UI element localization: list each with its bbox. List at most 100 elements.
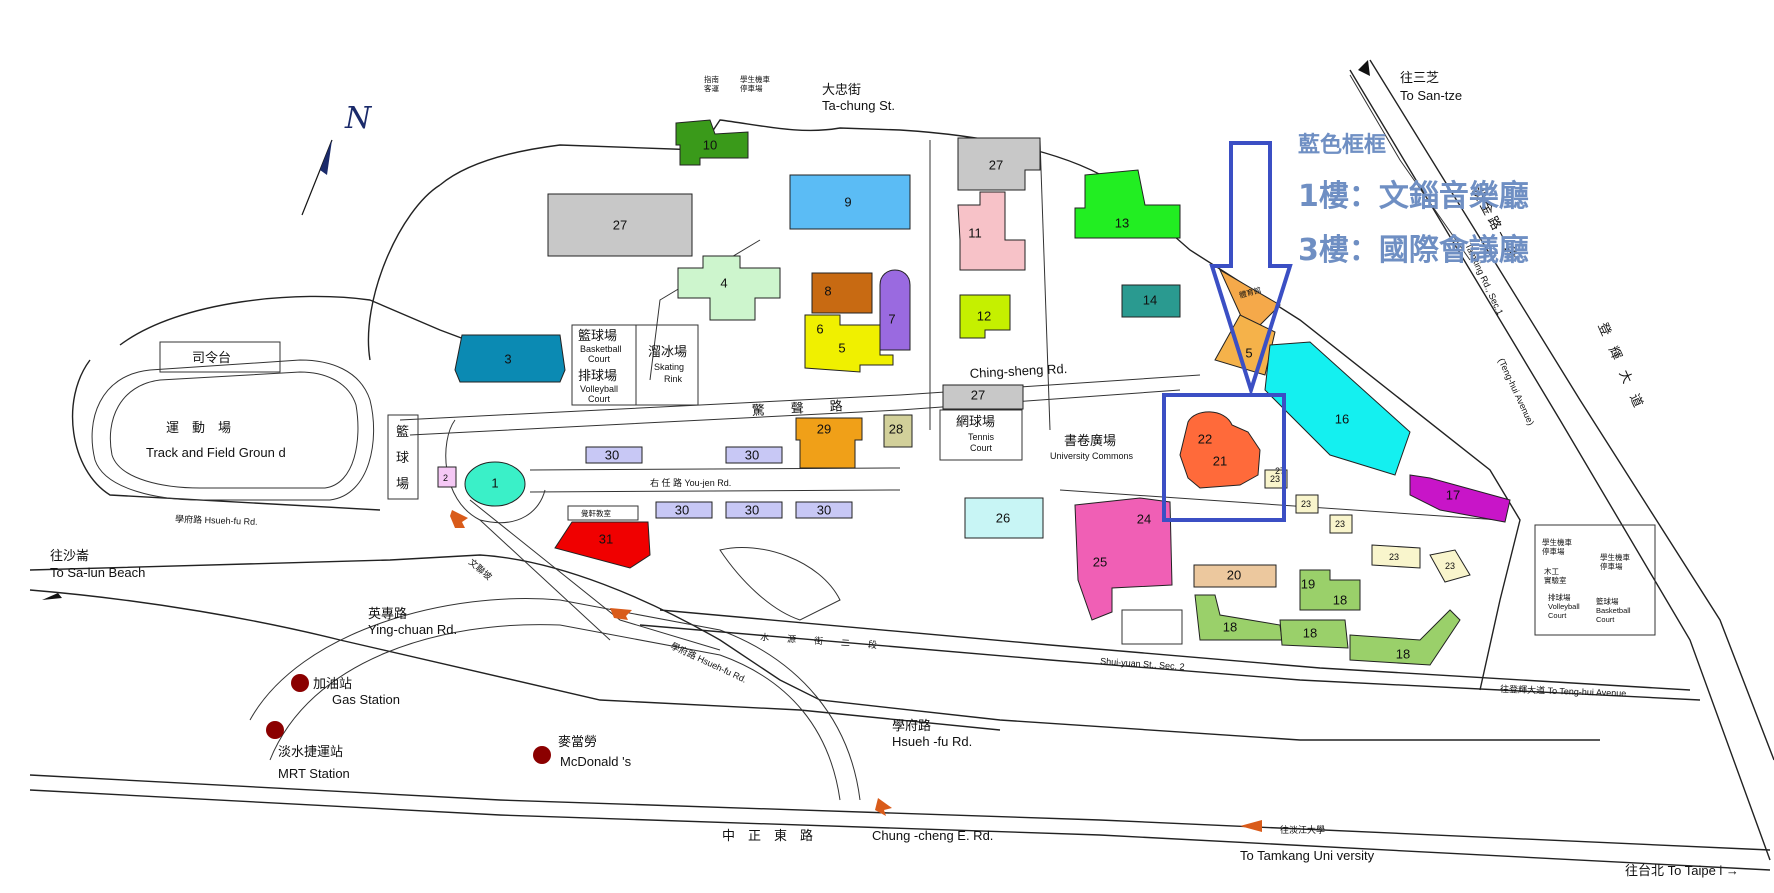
building-8 [811, 272, 873, 314]
mrt-zh: 淡水捷運站 [278, 744, 343, 759]
building-20-label: 20 [1227, 567, 1241, 582]
building-29 [795, 417, 863, 469]
building-30-d [725, 501, 783, 519]
annotation-line1: 1樓：文錙音樂廳 [1298, 179, 1529, 214]
building-2 [437, 466, 457, 488]
building-27-east-label: 27 [1275, 466, 1285, 476]
tenghui-en: (Teng-hui Avenue) [1496, 357, 1536, 427]
building-17-label: 17 [1446, 487, 1460, 502]
building-25-label: 25 [1093, 554, 1107, 569]
highlight-annotation: 藍色框框 1樓：文錙音樂廳 3樓：國際會議廳 [1162, 132, 1529, 522]
compass-north-label: N [344, 101, 373, 136]
building-18-west-label: 18 [1223, 619, 1237, 634]
building-16-label: 16 [1335, 411, 1349, 426]
building-23-c-label: 23 [1335, 519, 1345, 529]
building-14 [1121, 284, 1181, 318]
building-24-25 [1074, 497, 1173, 621]
building-30-b [725, 446, 783, 464]
building-19 [1299, 569, 1361, 611]
building-26-label: 26 [996, 510, 1010, 525]
siling-label: 司令台 [192, 350, 231, 365]
building-29-label: 29 [817, 421, 831, 436]
siling-stage [159, 341, 281, 373]
santze-zh: 往三芝 [1400, 70, 1439, 85]
direction-arrows [42, 60, 1370, 832]
building-28 [883, 414, 913, 448]
building-4-label: 4 [720, 275, 727, 290]
gas-en: Gas Station [332, 692, 400, 707]
building-30-e-label: 30 [817, 502, 831, 517]
jueshi-label: 覺軒教室 [581, 508, 611, 518]
tachung-zh: 大忠街 [822, 82, 861, 97]
basket-en2: Court [588, 354, 611, 364]
yingchuan-en: Ying-chuan Rd. [368, 622, 457, 637]
building-30-b-label: 30 [745, 447, 759, 462]
building-1 [464, 461, 526, 507]
basket-en1: Basketball [580, 344, 622, 354]
craft-area [1534, 524, 1656, 636]
building-6-5 [804, 314, 894, 373]
building-18-east-label: 18 [1396, 646, 1410, 661]
building-19-label: 19 [1301, 576, 1315, 591]
building-18-west [1194, 594, 1283, 641]
tennis-zh: 網球場 [956, 414, 995, 429]
building-22-label: 22 [1198, 431, 1212, 446]
building-16 [1264, 341, 1411, 476]
arrow-icon [1358, 60, 1370, 76]
building-27-north [957, 137, 1041, 191]
jingsheng-en: Ching-sheng Rd. [969, 361, 1067, 381]
hsuehfu-zh: 學府路 [892, 718, 931, 733]
volley-zh: 排球場 [578, 368, 617, 383]
building-5-label: 5 [838, 340, 845, 355]
skating-en2: Rink [664, 374, 683, 384]
tennis-en1: Tennis [968, 432, 995, 442]
building-21-22 [1179, 411, 1261, 489]
building-11-label: 11 [968, 225, 982, 240]
building-10 [675, 119, 749, 166]
building-30-c-label: 30 [675, 502, 689, 517]
building-7 [879, 269, 911, 351]
hsuehfu-top: 學府路 Hsueh-fu Rd. [175, 513, 258, 527]
basket-zh: 籃球場 [578, 328, 617, 343]
tenghui-road-label: 往登輝大道 To Teng-hui Avenue [1500, 683, 1627, 698]
building-23-a-label: 23 [1270, 474, 1280, 484]
building-28-label: 28 [889, 421, 903, 436]
annotation-title: 藍色框框 [1298, 132, 1386, 158]
taipei-label: 往台北 To Taipe i → [1625, 863, 1739, 878]
building-20 [1193, 564, 1277, 588]
building-27-north-label: 27 [989, 157, 1003, 172]
building-7-label: 7 [888, 311, 895, 326]
arrow-icon [450, 510, 468, 528]
building-23-c [1329, 514, 1353, 534]
arrow-icon [875, 798, 892, 816]
building-14-label: 14 [1143, 292, 1157, 307]
building-12-label: 12 [977, 308, 991, 323]
mcd-zh: 麥當勞 [558, 734, 597, 749]
yingchuan-zh: 英專路 [368, 606, 407, 621]
shuiyuan-en: Shui-yuan St., Sec. 2 [1100, 656, 1185, 672]
building-10-label: 10 [703, 137, 717, 152]
salun-en: To Sa-lun Beach [50, 565, 145, 580]
volley-en2: Court [588, 394, 611, 404]
building-5-east-label: 5 [1245, 345, 1252, 360]
building-18-mid [1279, 619, 1349, 649]
building-2-label: 2 [443, 473, 448, 483]
skating-rink [635, 324, 699, 406]
building-24-label: 24 [1137, 511, 1151, 526]
highlight-box [1162, 393, 1286, 522]
chungcheng-en: Chung -cheng E. Rd. [872, 828, 993, 843]
annotation-line2: 3樓：國際會議廳 [1298, 233, 1529, 268]
commons-en: University Commons [1050, 451, 1134, 461]
building-23-d-label: 23 [1389, 552, 1399, 562]
building-30-c [655, 501, 713, 519]
parking2-label: 學生機車停車場 [1600, 552, 1630, 571]
open-lot [1121, 609, 1183, 645]
building-8-label: 8 [824, 283, 831, 298]
building-31-label: 31 [599, 531, 613, 546]
wenchang-label: 文聯坡 [467, 556, 495, 582]
building-23-d [1371, 544, 1421, 569]
commons-zh: 書卷廣場 [1064, 433, 1116, 448]
mcdonalds-marker-icon [533, 746, 551, 764]
